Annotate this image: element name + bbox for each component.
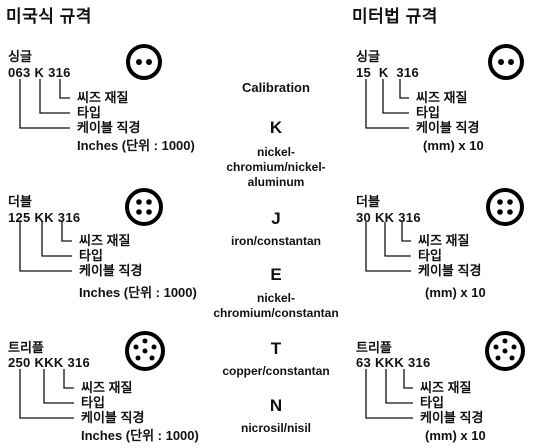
- calibration-k-line1: nickel-: [256, 145, 295, 159]
- left-single-sheath: 씨즈 재질: [77, 90, 129, 105]
- left-single-unit: Inches (단위 : 1000): [77, 138, 195, 153]
- double-pin-connector-icon: [125, 188, 163, 226]
- left-single-code: 063 K 316: [8, 65, 71, 80]
- single-pin-connector-icon: [488, 44, 524, 80]
- right-triple-code: 63 KKK 316: [356, 355, 431, 370]
- left-double-sheath: 씨즈 재질: [79, 233, 131, 248]
- left-double-unit: Inches (단위 : 1000): [79, 285, 197, 300]
- right-single-unit: (mm) x 10: [423, 138, 484, 153]
- right-double-diameter: 케이블 직경: [418, 263, 482, 278]
- right-single-sheath: 씨즈 재질: [416, 90, 468, 105]
- calibration-letter-e: E: [270, 265, 282, 284]
- left-single-name: 싱글: [8, 49, 32, 64]
- title-metric-standard: 미터법 규격: [352, 7, 438, 26]
- left-single-diameter: 케이블 직경: [77, 120, 141, 135]
- left-triple-code: 250 KKK 316: [8, 355, 91, 370]
- triple-pin-connector-icon: [125, 331, 165, 371]
- left-triple-name: 트리플: [8, 340, 44, 355]
- right-double-type: 타입: [418, 248, 442, 263]
- right-double-code: 30 KK 316: [356, 210, 421, 225]
- right-double-sheath: 씨즈 재질: [418, 233, 470, 248]
- calibration-e-line1: nickel-: [256, 291, 295, 305]
- right-single-code: 15 K 316: [356, 65, 419, 80]
- calibration-e-line2: chromium/constantan: [213, 306, 339, 320]
- calibration-k-line3: aluminum: [247, 175, 305, 189]
- right-triple-sheath: 씨즈 재질: [420, 380, 472, 395]
- right-triple-type: 타입: [420, 395, 444, 410]
- right-single-diameter: 케이블 직경: [416, 120, 480, 135]
- calibration-j-line1: iron/constantan: [230, 234, 321, 248]
- left-double-name: 더블: [8, 194, 32, 209]
- left-triple-sheath: 씨즈 재질: [81, 380, 133, 395]
- calibration-k-line2: chromium/nickel-: [226, 160, 326, 174]
- left-double-diameter: 케이블 직경: [79, 263, 143, 278]
- calibration-t-line1: copper/constantan: [222, 364, 330, 378]
- calibration-letter-n: N: [269, 396, 283, 415]
- right-double-name: 더블: [356, 194, 380, 209]
- left-triple-diameter: 케이블 직경: [81, 410, 145, 425]
- right-single-type: 타입: [416, 105, 440, 120]
- title-us-standard: 미국식 규격: [6, 7, 92, 26]
- right-triple-unit: (mm) x 10: [425, 428, 486, 443]
- calibration-letter-j: J: [271, 209, 281, 228]
- right-single-name: 싱글: [356, 49, 380, 64]
- right-double-unit: (mm) x 10: [425, 285, 486, 300]
- left-double-code: 125 KK 316: [8, 210, 81, 225]
- left-triple-unit: Inches (단위 : 1000): [81, 428, 199, 443]
- left-triple-type: 타입: [81, 395, 105, 410]
- single-pin-connector-icon: [126, 44, 162, 80]
- right-triple-diameter: 케이블 직경: [420, 410, 484, 425]
- triple-pin-connector-icon: [485, 331, 525, 371]
- right-triple-name: 트리플: [356, 340, 392, 355]
- calibration-letter-k: K: [269, 118, 283, 137]
- calibration-letter-t: T: [270, 339, 282, 358]
- calibration-heading: Calibration: [242, 80, 310, 95]
- calibration-n-line1: nicrosil/nisil: [240, 421, 312, 435]
- left-double-type: 타입: [79, 248, 103, 263]
- double-pin-connector-icon: [486, 188, 524, 226]
- left-single-type: 타입: [77, 105, 101, 120]
